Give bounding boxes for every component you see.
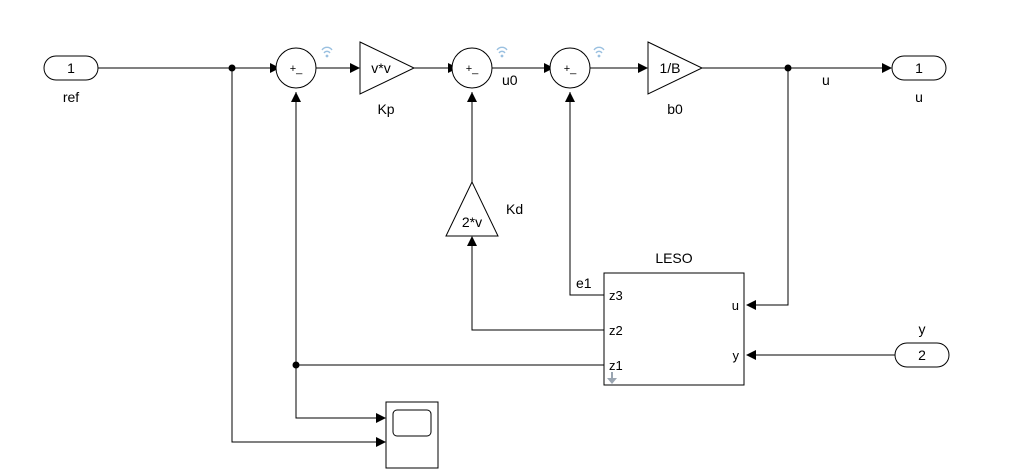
outport-u[interactable]: 1 u bbox=[891, 55, 947, 105]
outport-block[interactable] bbox=[891, 55, 947, 81]
sum-circle[interactable] bbox=[549, 47, 591, 89]
signal-label-u: u bbox=[822, 72, 830, 88]
branch-point bbox=[292, 361, 300, 369]
subsystem-arrow-icon bbox=[607, 372, 617, 384]
gain-kp[interactable]: v*v Kp bbox=[359, 41, 416, 117]
scope-block[interactable] bbox=[385, 401, 439, 469]
arrowhead bbox=[746, 350, 756, 360]
signal-label-e1: e1 bbox=[576, 275, 592, 291]
wire-ref-to-scope[interactable] bbox=[231, 68, 376, 443]
inport-ref[interactable]: 1 ref bbox=[43, 55, 99, 105]
wire-z2-to-kd[interactable] bbox=[471, 246, 604, 331]
sum-signs: +_ bbox=[290, 63, 303, 75]
inport-name: ref bbox=[63, 89, 79, 105]
subsystem-port-z2: z2 bbox=[609, 323, 623, 338]
subsystem-name: LESO bbox=[655, 250, 692, 266]
scope-screen-icon bbox=[392, 409, 432, 437]
arrowhead bbox=[270, 63, 280, 73]
sum-block-3[interactable]: +_ bbox=[549, 46, 605, 89]
subsystem-block[interactable] bbox=[603, 272, 745, 386]
arrowheads bbox=[270, 63, 892, 447]
arrowhead bbox=[291, 92, 301, 102]
subsystem-port-z3: z3 bbox=[609, 288, 623, 303]
arrowhead bbox=[376, 437, 386, 447]
inport-block[interactable] bbox=[894, 342, 950, 368]
gain-expression: 2*v bbox=[462, 214, 482, 230]
outport-number: 1 bbox=[915, 60, 923, 76]
inport-name: y bbox=[919, 321, 926, 337]
gain-triangle[interactable] bbox=[359, 41, 416, 95]
sum-circle[interactable] bbox=[451, 47, 493, 89]
arrowhead bbox=[544, 63, 554, 73]
sum-block-1[interactable]: +_ bbox=[275, 46, 333, 89]
branch-point bbox=[784, 64, 792, 72]
subsystem-port-z1: z1 bbox=[609, 358, 623, 373]
signal-lines bbox=[98, 67, 895, 443]
signal-logging-icon bbox=[593, 46, 605, 58]
wire-z1-to-scope[interactable] bbox=[295, 365, 376, 419]
signal-label-u0: u0 bbox=[502, 72, 518, 88]
arrowhead bbox=[565, 92, 575, 102]
arrowhead bbox=[467, 236, 477, 246]
gain-expression: v*v bbox=[371, 60, 390, 76]
gain-triangle[interactable] bbox=[445, 180, 499, 237]
branch-point bbox=[228, 64, 236, 72]
arrowhead bbox=[638, 63, 648, 73]
inport-number: 1 bbox=[67, 60, 75, 76]
gain-kd[interactable]: 2*v Kd bbox=[445, 180, 523, 237]
sum-signs: +_ bbox=[564, 63, 577, 75]
outport-name: u bbox=[915, 89, 923, 105]
wire-u-to-leso[interactable] bbox=[754, 68, 789, 306]
arrowhead bbox=[376, 413, 386, 423]
arrowhead bbox=[882, 63, 892, 73]
gain-name: Kp bbox=[377, 101, 394, 117]
subsystem-port-u: u bbox=[732, 298, 739, 313]
signal-logging-icon bbox=[321, 46, 333, 58]
sum-signs: +_ bbox=[466, 63, 479, 75]
gain-expression: 1/B bbox=[659, 60, 680, 76]
gain-triangle[interactable] bbox=[647, 41, 704, 95]
gain-name: b0 bbox=[667, 101, 683, 117]
inport-y[interactable]: y 2 bbox=[894, 321, 950, 368]
arrowhead bbox=[746, 300, 756, 310]
inport-block[interactable] bbox=[43, 55, 99, 81]
gain-b0[interactable]: 1/B b0 bbox=[647, 41, 704, 117]
signal-logging-icon bbox=[496, 46, 508, 58]
subsystem-port-y: y bbox=[733, 348, 740, 363]
sum-block-2[interactable]: +_ bbox=[451, 46, 508, 89]
arrowhead bbox=[350, 63, 360, 73]
gain-name: Kd bbox=[506, 201, 523, 217]
arrowhead bbox=[467, 92, 477, 102]
inport-number: 2 bbox=[918, 347, 926, 363]
wire-z3-to-sum3[interactable] bbox=[569, 92, 604, 296]
sum-circle[interactable] bbox=[275, 47, 317, 89]
subsystem-leso[interactable]: LESO z3 z2 z1 u y bbox=[603, 250, 745, 386]
